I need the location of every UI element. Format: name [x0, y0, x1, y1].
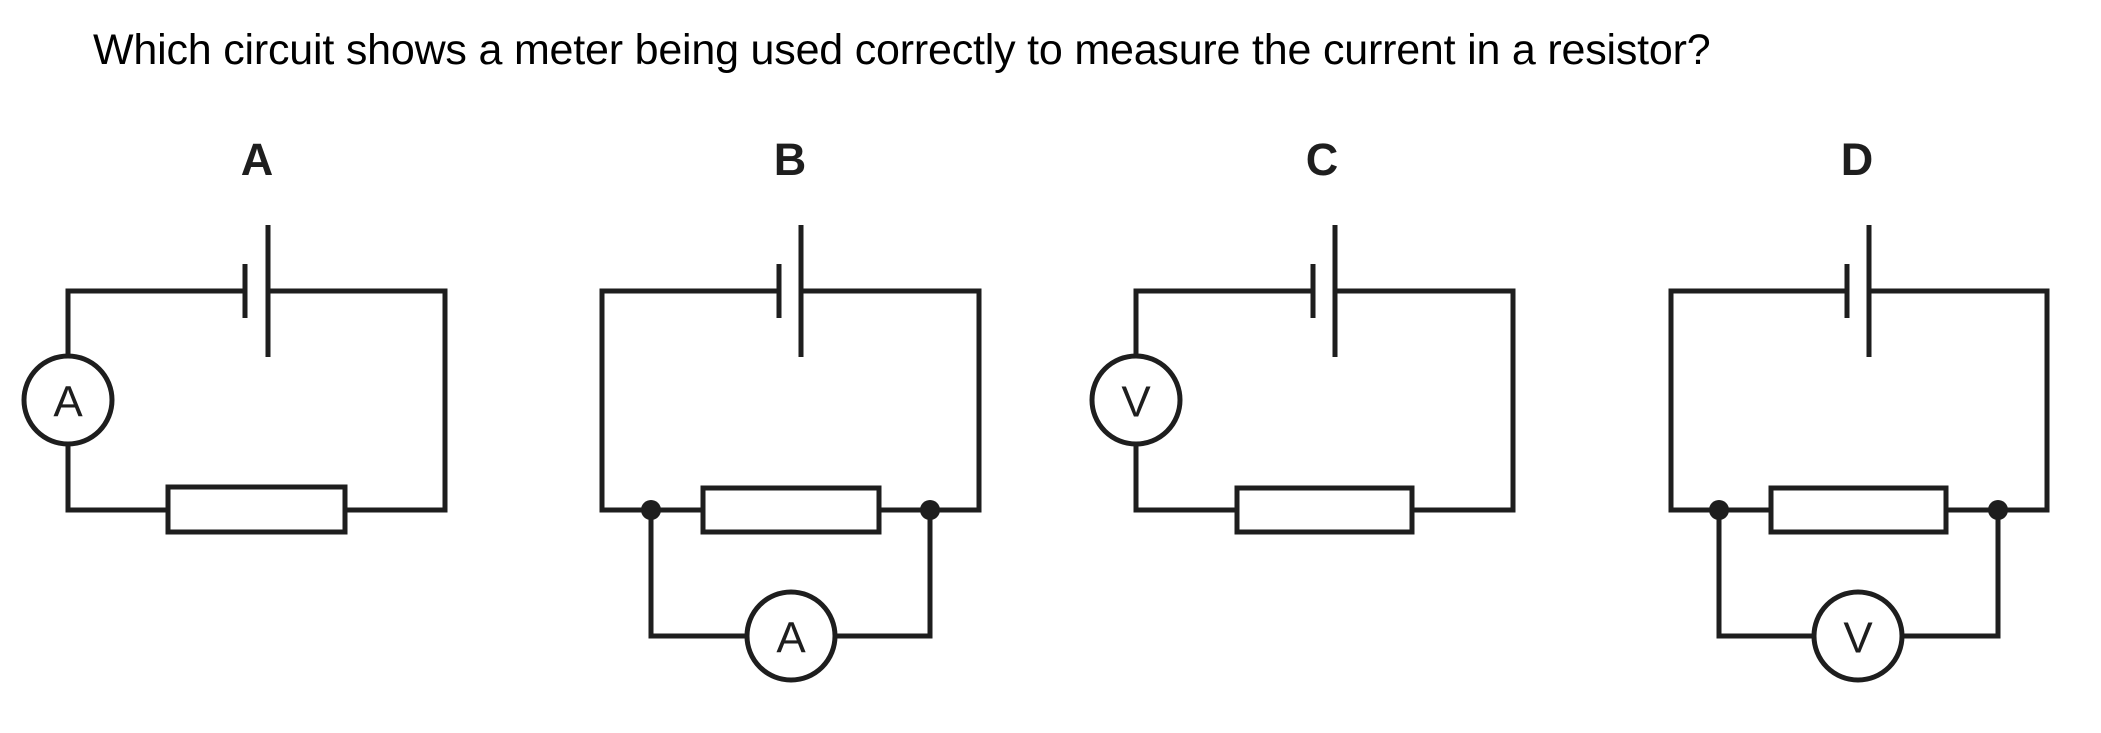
meter-branch-wire — [1716, 510, 2001, 639]
meter-circle — [744, 589, 838, 683]
meter-circle — [21, 353, 115, 447]
option-label: A — [241, 134, 274, 185]
circuit-option-b[interactable]: B A — [599, 134, 982, 683]
meter-symbol: V — [1121, 378, 1151, 427]
resistor — [165, 484, 348, 535]
junction-dot — [1709, 500, 1729, 520]
resistor — [700, 485, 882, 535]
voltmeter: V — [1089, 353, 1183, 447]
wire — [1133, 288, 1516, 513]
voltmeter: V — [1811, 589, 1905, 683]
meter-symbol: A — [776, 614, 806, 663]
ammeter: A — [744, 589, 838, 683]
meter-branch-wire — [648, 510, 933, 639]
question-text: Which circuit shows a meter being used c… — [93, 26, 1711, 74]
ammeter: A — [21, 353, 115, 447]
junction-dot — [920, 500, 940, 520]
resistor — [1234, 485, 1415, 535]
option-label: B — [774, 134, 807, 185]
resistor — [1768, 485, 1949, 535]
meter-symbol: V — [1843, 614, 1873, 663]
option-label: D — [1841, 134, 1874, 185]
meter-symbol: A — [53, 378, 83, 427]
meter-circle — [1089, 353, 1183, 447]
meter-circle — [1811, 589, 1905, 683]
option-label: C — [1306, 134, 1339, 185]
wire — [599, 288, 982, 513]
wire — [1668, 288, 2050, 513]
circuit-option-a[interactable]: A A — [21, 134, 448, 535]
circuit-option-d[interactable]: D V — [1668, 134, 2050, 683]
wire — [65, 288, 448, 513]
junction-dot — [641, 500, 661, 520]
junction-dot — [1988, 500, 2008, 520]
circuit-option-c[interactable]: C V — [1089, 134, 1516, 535]
